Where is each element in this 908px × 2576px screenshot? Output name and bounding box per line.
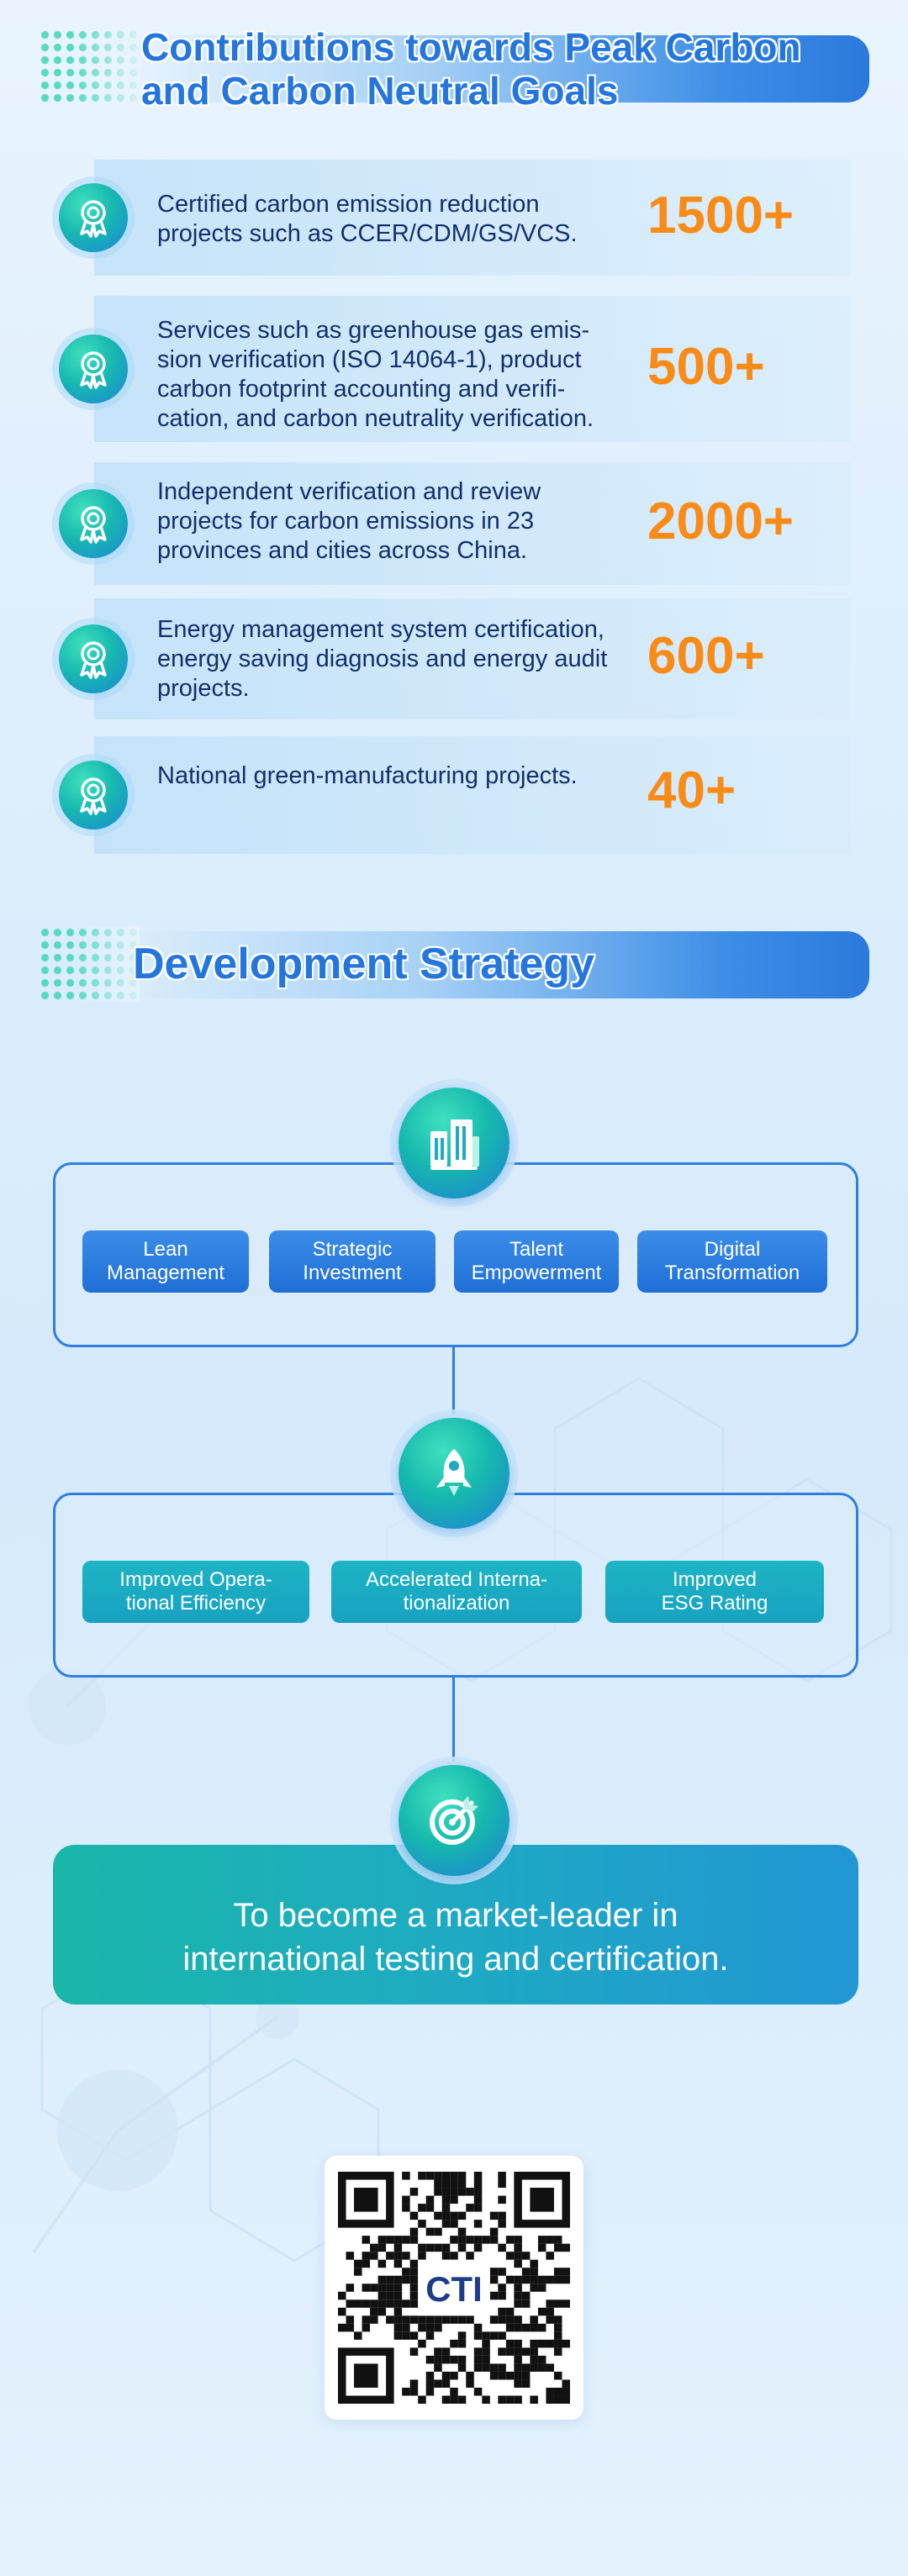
strategy-item-line-1: Improved <box>672 1568 758 1591</box>
stat-description: Energy management system certification, … <box>157 616 608 702</box>
dot-pattern-decoration <box>39 29 140 104</box>
stat-value: 40+ <box>647 761 736 819</box>
strategy-item-line-1: Digital <box>704 1238 761 1261</box>
stat-row <box>94 598 851 719</box>
stat-row <box>94 296 851 442</box>
strategy-item-line-1: Talent <box>509 1238 564 1261</box>
stat-value: 500+ <box>647 338 765 396</box>
connector-line <box>452 1678 455 1762</box>
stat-row <box>94 736 851 854</box>
strategy-item-line-2: Empowerment <box>471 1262 602 1284</box>
stat-icon <box>59 761 128 830</box>
strategy-item-line-2: Management <box>106 1262 225 1284</box>
section-title-line-2: and Carbon Neutral Goals <box>141 69 619 113</box>
cti-logo-text: CTI <box>425 2269 482 2309</box>
award-medal-icon <box>80 351 107 389</box>
stat-row <box>94 160 851 276</box>
stat-description: Certified carbon emission reduction proj… <box>157 191 578 247</box>
strategy-item-line-2: Transformation <box>664 1262 800 1284</box>
stat-row <box>94 462 851 585</box>
tier-1-hub <box>390 1079 518 1207</box>
goal-line-1: To become a market-leader in <box>233 1897 678 1934</box>
stat-icon <box>59 624 128 693</box>
strategy-item-line-2: Investment <box>303 1262 402 1284</box>
stat-description: Independent verification and review proj… <box>157 478 541 564</box>
qr-code-icon[interactable]: CTI <box>338 2172 570 2404</box>
section-title: Contributions towards Peak Carbon and Ca… <box>141 25 801 113</box>
strategy-item-line-1: Strategic <box>312 1238 393 1261</box>
building-icon <box>430 1119 479 1170</box>
stat-description: National green-manufacturing projects. <box>157 762 578 789</box>
stat-value: 600+ <box>647 627 765 685</box>
award-medal-icon <box>80 641 107 679</box>
qr-code-card[interactable]: CTI <box>325 2156 583 2420</box>
tier-2-hub <box>390 1409 518 1537</box>
strategy-item-line-2: tionalization <box>403 1592 510 1615</box>
goal-line-2: international testing and certification. <box>182 1941 729 1978</box>
strategy-item-line-2: tional Efficiency <box>125 1592 267 1615</box>
rocket-icon <box>436 1449 472 1496</box>
stat-value: 2000+ <box>647 493 794 550</box>
section-title: Development Strategy <box>133 940 595 988</box>
strategy-item-line-1: Accelerated Interna- <box>365 1568 548 1591</box>
stat-value: 1500+ <box>647 187 794 245</box>
award-medal-icon <box>80 200 107 238</box>
connector-line <box>452 1347 455 1414</box>
award-medal-icon <box>80 506 107 544</box>
stat-description: Services such as greenhouse gas emis-sio… <box>157 317 594 432</box>
header-bar <box>131 931 869 998</box>
strategy-item-line-2: ESG Rating <box>661 1592 768 1615</box>
stat-icon <box>59 489 128 558</box>
strategy-item: Accelerated Interna-tionalization <box>331 1561 582 1623</box>
section-title-line-1: Contributions towards Peak Carbon <box>141 25 801 69</box>
contributions-header: Contributions towards Peak Carbon and Ca… <box>39 24 869 116</box>
goal-hub <box>390 1757 518 1884</box>
strategy-item-line-1: Lean <box>143 1238 188 1261</box>
header-bar <box>131 35 869 103</box>
dot-pattern-decoration <box>39 926 140 1002</box>
stat-icon <box>59 183 128 252</box>
award-medal-icon <box>80 777 107 815</box>
strategy-header: Development Strategy <box>39 926 869 1007</box>
strategy-item: Improved Opera-tional Efficiency <box>82 1561 309 1623</box>
strategy-item-line-1: Improved Opera- <box>119 1568 272 1591</box>
stat-icon <box>59 335 128 403</box>
target-icon <box>430 1796 478 1845</box>
